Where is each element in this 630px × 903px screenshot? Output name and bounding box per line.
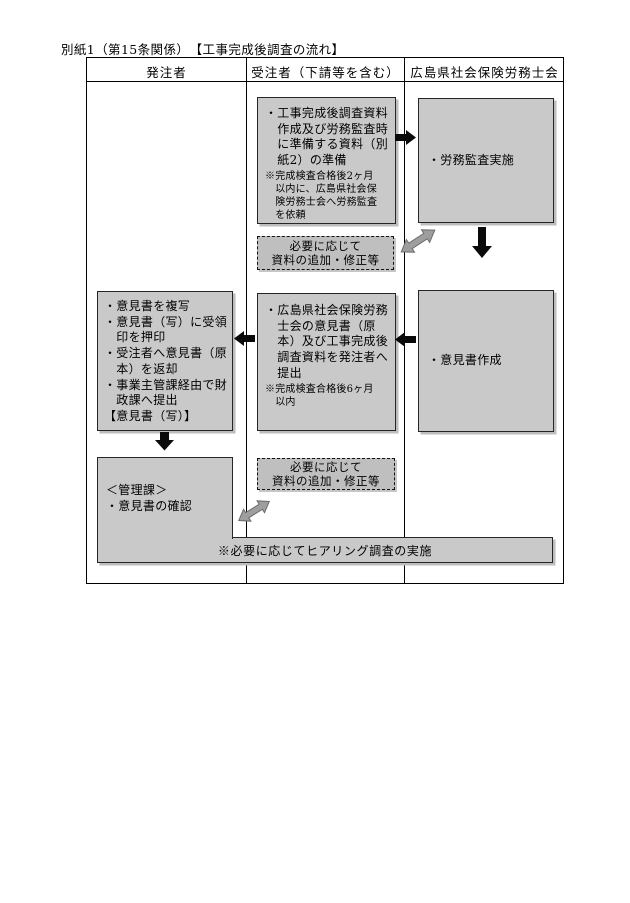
page-title: 別紙1（第15条関係） 【工事完成後調査の流れ】 [61,42,345,57]
box-prepare-documents: ・工事完成後調査資料 作成及び労務監査時 に準備する資料（別 紙2）の準備 ※完… [257,97,396,224]
box-prepare-note-text: ※完成検査合格後2ヶ月 以内に、広島県社会保 険労務士会へ労務監査 を依頼 [265,170,378,221]
double-arrow-revise-management-icon [237,500,271,522]
header-row-divider [86,80,564,82]
box-management-section: ＜管理課＞ ・意見書の確認 [97,457,233,539]
box-revise-1-text: 必要に応じて 資料の追加・修正等 [271,238,380,268]
box-labor-audit-text: ・労務監査実施 [428,152,515,167]
box-prepare-main-text: ・工事完成後調査資料 作成及び労務監査時 に準備する資料（別 紙2）の準備 [265,106,389,168]
box-revise-materials-1: 必要に応じて 資料の追加・修正等 [257,236,394,270]
box-revise-2-text: 必要に応じて 資料の追加・修正等 [272,459,380,489]
box-submit-documents: ・広島県社会保険労務 士会の意見書（原 本）及び工事完成後 調査資料を発注者へ … [257,293,396,431]
flow-arrow-left-to-contractor-icon [395,332,416,347]
column-divider-1 [246,57,248,584]
column-divider-2 [404,57,406,584]
flow-table-frame [86,57,564,584]
box-labor-audit: ・労務監査実施 [418,98,554,223]
hearing-bar-text: ※必要に応じてヒアリング調査の実施 [217,543,433,558]
double-arrow-revise-audit-icon [400,229,436,253]
box-opinion-create: ・意見書作成 [418,290,554,432]
box-submit-main-text: ・広島県社会保険労務 士会の意見書（原 本）及び工事完成後 調査資料を発注者へ … [265,303,389,380]
flow-arrow-right-icon [395,130,416,145]
hearing-bar: ※必要に応じてヒアリング調査の実施 [97,537,553,563]
box-submit-note-text: ※完成検査合格後6ヶ月 以内 [265,383,374,408]
box-owner-process: ・意見書を複写 ・意見書（写）に受領 印を押印 ・受注者へ意見書（原 本）を返却… [97,291,233,431]
column-header-association: 広島県社会保険労務士会 [410,65,559,80]
column-header-owner: 発注者 [146,65,187,80]
column-header-contractor: 受注者（下請等を含む） [251,65,400,80]
flow-arrow-down-association-icon [472,227,492,258]
box-management-text: ＜管理課＞ ・意見書の確認 [106,482,193,513]
flow-arrow-down-owner-icon [155,432,174,451]
flow-arrow-left-to-owner-icon [234,331,255,346]
box-revise-materials-2: 必要に応じて 資料の追加・修正等 [257,458,395,490]
box-owner-process-text: ・意見書を複写 ・意見書（写）に受領 印を押印 ・受注者へ意見書（原 本）を返却… [104,299,228,423]
box-opinion-create-text: ・意見書作成 [428,353,502,368]
